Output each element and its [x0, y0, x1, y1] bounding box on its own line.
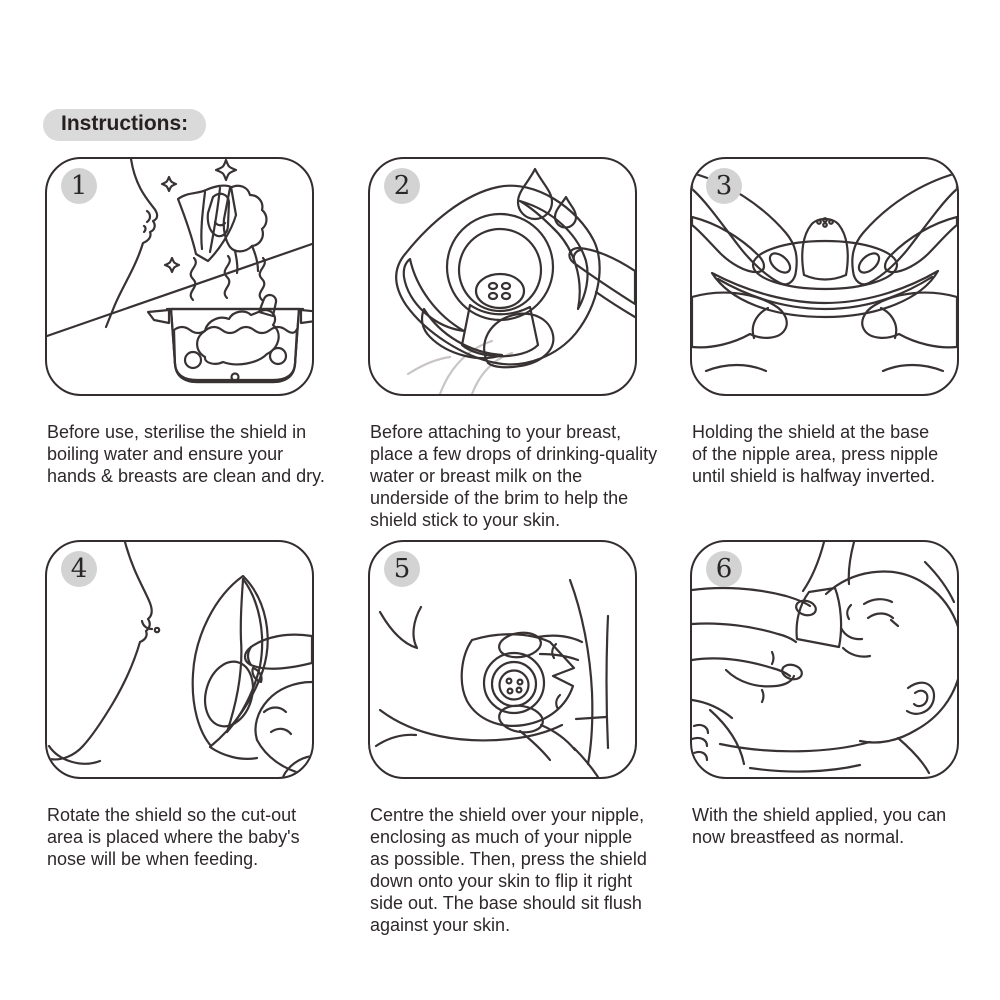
step-3: 3 Holding the shield at the base of the … [690, 157, 1000, 587]
breastfeeding-with-shield-illustration [692, 542, 957, 775]
step-6: 6 With the shield applied, you can now b… [690, 540, 1000, 970]
step-3-number-badge: 3 [706, 168, 742, 204]
step-2: 2 Before attaching to your breast, place… [368, 157, 698, 587]
step-4: 4 Rotate the shield so the cut-out area … [45, 540, 375, 970]
water-drops-on-shield-illustration [395, 167, 635, 394]
step-5-number-badge: 5 [384, 551, 420, 587]
invert-shield-illustration [692, 171, 957, 373]
step-2-number-badge: 2 [384, 168, 420, 204]
instructions-label: Instructions: [43, 109, 207, 141]
step-4-number-badge: 4 [61, 551, 97, 587]
sterilise-shield-illustration [47, 159, 312, 384]
step-5-panel: 5 [368, 540, 637, 779]
step-4-panel: 4 [45, 540, 314, 779]
step-6-number-badge: 6 [706, 551, 742, 587]
step-4-caption: Rotate the shield so the cut-out area is… [47, 805, 300, 869]
step-3-caption: Holding the shield at the base of the ni… [692, 422, 939, 486]
step-6-caption: With the shield applied, you can now bre… [692, 805, 947, 847]
step-3-panel: 3 [690, 157, 959, 396]
step-5: 5 Centre the shield over your nipple, en… [368, 540, 698, 970]
step-6-panel: 6 [690, 540, 959, 779]
step-1: 1 Before use, sterilise the shield in bo… [45, 157, 375, 587]
centre-shield-illustration [374, 578, 610, 777]
rotate-shield-illustration [47, 542, 312, 777]
step-2-panel: 2 [368, 157, 637, 396]
step-1-number-badge: 1 [61, 168, 97, 204]
step-1-panel: 1 [45, 157, 314, 396]
step-2-caption: Before attaching to your breast, place a… [370, 422, 658, 530]
step-5-caption: Centre the shield over your nipple, encl… [370, 805, 647, 935]
step-1-caption: Before use, sterilise the shield in boil… [47, 422, 325, 486]
